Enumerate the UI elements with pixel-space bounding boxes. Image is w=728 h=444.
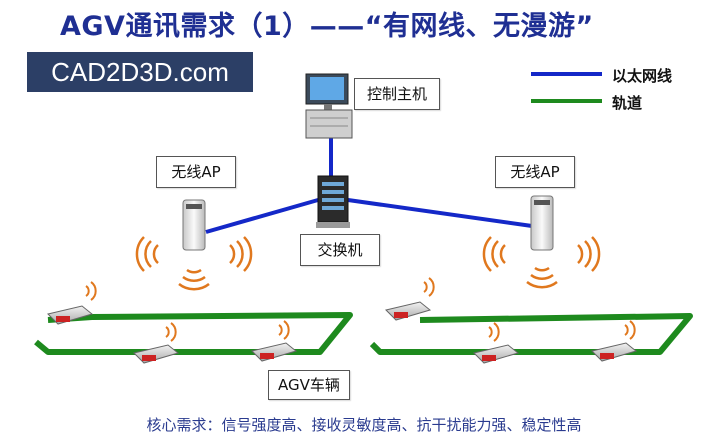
cable-switch-ap-left — [205, 198, 319, 234]
cable-switch-ap-right — [347, 198, 533, 228]
switch-icon — [316, 175, 350, 228]
track-left — [34, 312, 353, 355]
agv-signal-icons — [85, 277, 636, 342]
core-requirements-footer: 核心需求：信号强度高、接收灵敏度高、抗干扰能力强、稳定性高 — [146, 416, 582, 434]
agv-vehicle-icon — [591, 342, 638, 362]
ethernet-cables — [205, 138, 533, 234]
agv-vehicle-icon — [385, 301, 432, 321]
switch-label: 交换机 — [300, 234, 380, 266]
legend-track-label: 轨道 — [612, 94, 643, 112]
agv-vehicle-icon — [47, 305, 94, 325]
host-label: 控制主机 — [354, 78, 440, 110]
agv-vehicle-icon — [473, 344, 520, 364]
agv-vehicle-icon — [251, 342, 298, 362]
agv-vehicle-icon — [133, 344, 180, 364]
ap-right-label: 无线AP — [495, 156, 575, 188]
brand-watermark: CAD2D3D.com — [27, 52, 253, 92]
legend-ethernet-label: 以太网线 — [612, 67, 673, 85]
agv-vehicles — [47, 301, 638, 364]
ap-left-label: 无线AP — [156, 156, 236, 188]
wifi-signals — [85, 236, 636, 342]
slide-title: AGV通讯需求（1）——“有网线、无漫游” — [60, 11, 594, 42]
host-computer-icon — [305, 73, 353, 139]
ap-right-signal-icon — [482, 236, 601, 289]
ap-left-icon — [182, 199, 206, 251]
ap-left-signal-icon — [135, 236, 253, 291]
track-right — [369, 313, 693, 355]
ap-right-icon — [530, 195, 554, 251]
agv-label: AGV车辆 — [268, 370, 350, 400]
